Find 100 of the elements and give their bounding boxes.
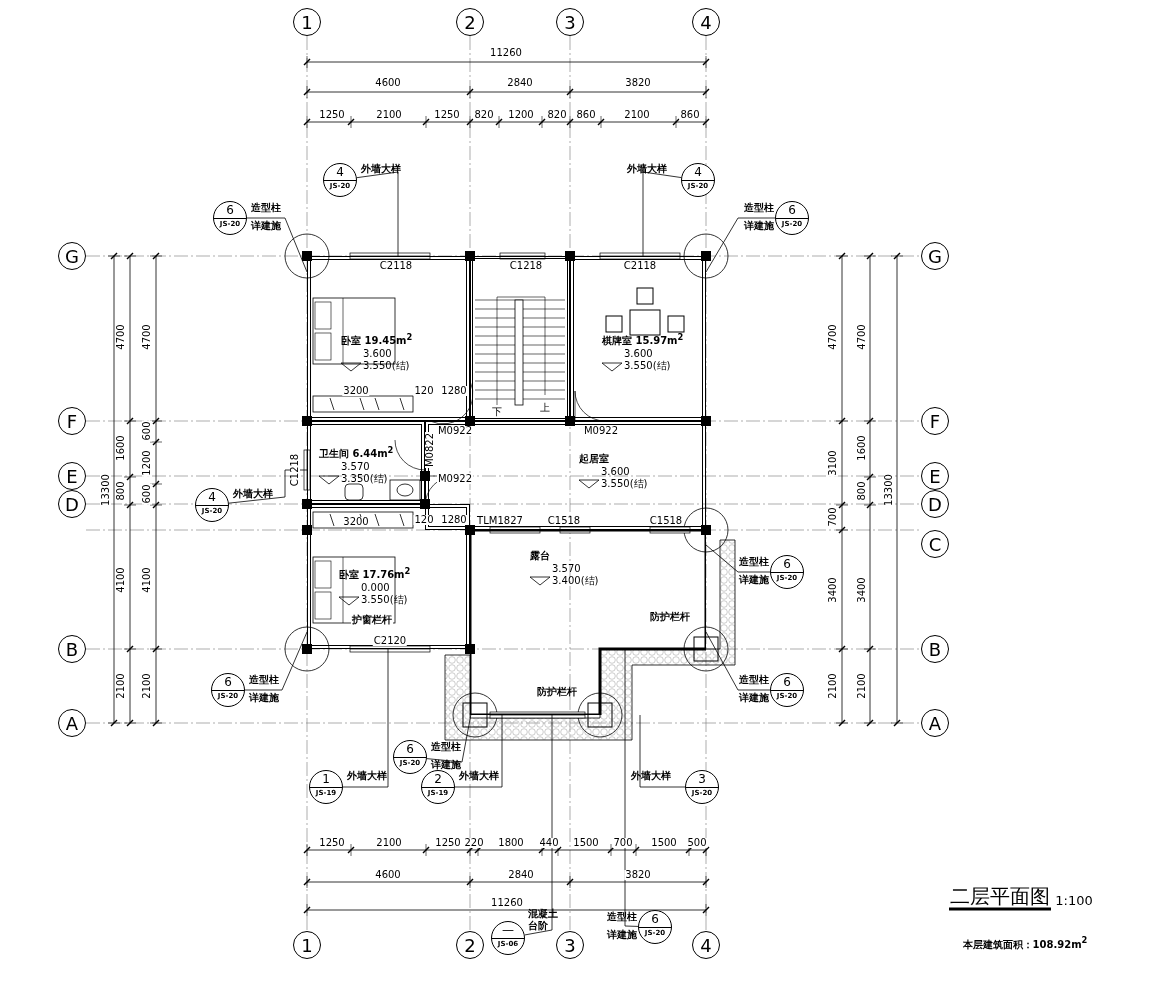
callout-number: 6	[405, 743, 415, 755]
elevation-label: 3.550(结)	[363, 360, 410, 373]
elevation-label: 3.550(结)	[624, 360, 671, 373]
dimension-text: 220	[463, 838, 485, 848]
callout-number: 6	[782, 558, 792, 570]
dimension-text: 120	[413, 386, 435, 396]
leader-line	[228, 469, 308, 504]
dimension-text: 800	[857, 480, 867, 502]
callout-note: 详建施	[249, 693, 279, 703]
stair-direction-label: 下	[491, 407, 503, 417]
callout-number: 4	[693, 166, 703, 178]
dimension-text: 11260	[490, 898, 524, 908]
callout-note: 外墙大样	[233, 489, 273, 499]
dimension-text: 4600	[374, 78, 402, 88]
callout-number: 3	[697, 773, 707, 785]
callout-note: 造型柱	[607, 912, 637, 922]
leader-line	[642, 171, 682, 257]
window-label: TLM1827	[476, 516, 524, 526]
axis-label: G	[928, 245, 942, 267]
axis-label: C	[928, 533, 942, 555]
dimension-text: 2840	[507, 870, 535, 880]
elevation-label: 3.570	[341, 460, 370, 474]
window-label: C1518	[648, 516, 684, 526]
leader-line	[356, 171, 399, 257]
leader-line	[639, 714, 686, 788]
detail-callout	[681, 163, 715, 197]
axis-label: 4	[700, 934, 712, 956]
dimension-text: 800	[116, 480, 126, 502]
window-label: C1218	[508, 261, 544, 271]
axis-label: G	[65, 245, 79, 267]
window-label: C1518	[546, 516, 582, 526]
detail-callout	[638, 910, 672, 944]
callout-number: 6	[650, 913, 660, 925]
elevation-label: 3.600	[601, 465, 630, 478]
dimension-text: 1200	[142, 449, 152, 477]
dimension-text: 13300	[101, 473, 111, 507]
dimension-text: 860	[679, 110, 701, 120]
callout-number: 4	[335, 166, 345, 178]
axis-bubble	[58, 635, 86, 663]
dimension-text: 500	[686, 838, 708, 848]
axis-label: B	[928, 638, 942, 660]
door-label: M0922	[582, 426, 620, 436]
axis-bubble	[293, 8, 321, 36]
axis-label: 4	[700, 11, 712, 33]
callout-number: 2	[433, 773, 443, 785]
window-label: C2118	[378, 261, 414, 271]
dimension-text: 1200	[507, 110, 535, 120]
room-area	[307, 421, 425, 504]
axis-label: D	[65, 493, 79, 515]
axis-label: 1	[301, 11, 313, 33]
detail-callout	[213, 201, 247, 235]
axis-bubble	[692, 931, 720, 959]
leader-line	[454, 714, 503, 788]
callout-note: 详建施	[739, 693, 769, 703]
detail-callout	[393, 740, 427, 774]
leader-line	[244, 631, 308, 691]
axis-label: 1	[301, 934, 313, 956]
elevation-label: 0.000	[361, 581, 390, 595]
axis-bubble	[556, 8, 584, 36]
dimension-text: 1800	[497, 838, 525, 848]
dimension-text: 2840	[506, 78, 534, 88]
window-label: C2120	[372, 636, 408, 646]
room-label: 棋牌室 15.97m$^{2}$	[602, 332, 684, 348]
room-label: 卧室 19.45m$^{2}$	[341, 332, 413, 348]
leader-line	[246, 217, 308, 273]
callout-number: 4	[207, 491, 217, 503]
callout-note: 造型柱	[251, 203, 281, 213]
axis-bubble	[58, 407, 86, 435]
dimension-text: 3200	[342, 386, 370, 396]
detail-callout	[770, 673, 804, 707]
elevation-label: 3.550(结)	[601, 478, 648, 491]
detail-callout	[195, 488, 229, 522]
door-label: M0922	[436, 426, 474, 436]
detail-callout	[309, 770, 343, 804]
detail-callout	[421, 770, 455, 804]
dimension-text: 13300	[884, 473, 894, 507]
dimension-text: 4100	[142, 566, 152, 594]
dimension-text: 2100	[623, 110, 651, 120]
dimension-text: 3820	[624, 870, 652, 880]
dimension-text: 3400	[828, 576, 838, 604]
dimension-text: 860	[575, 110, 597, 120]
dimension-text: 1500	[572, 838, 600, 848]
scale-label: 1:100	[1054, 893, 1094, 907]
callout-note: 详建施	[744, 221, 774, 231]
railing-label: 护窗栏杆	[351, 615, 393, 625]
dimension-text: 700	[828, 506, 838, 528]
elevation-label: 3.350(结)	[341, 473, 388, 486]
dimension-text: 2100	[375, 110, 403, 120]
callout-note: 造型柱	[249, 675, 279, 685]
axis-label: 3	[564, 934, 576, 956]
axis-bubble	[58, 490, 86, 518]
railing-label: 防护栏杆	[536, 687, 578, 697]
dimension-text: 1250	[318, 110, 346, 120]
axis-bubble	[921, 709, 949, 737]
leader-line	[624, 648, 639, 927]
axis-label: D	[928, 493, 942, 515]
dimension-text: 600	[142, 483, 152, 505]
dimension-text: 1280	[440, 515, 468, 525]
callout-note: 造型柱	[739, 675, 769, 685]
axis-bubble	[58, 709, 86, 737]
